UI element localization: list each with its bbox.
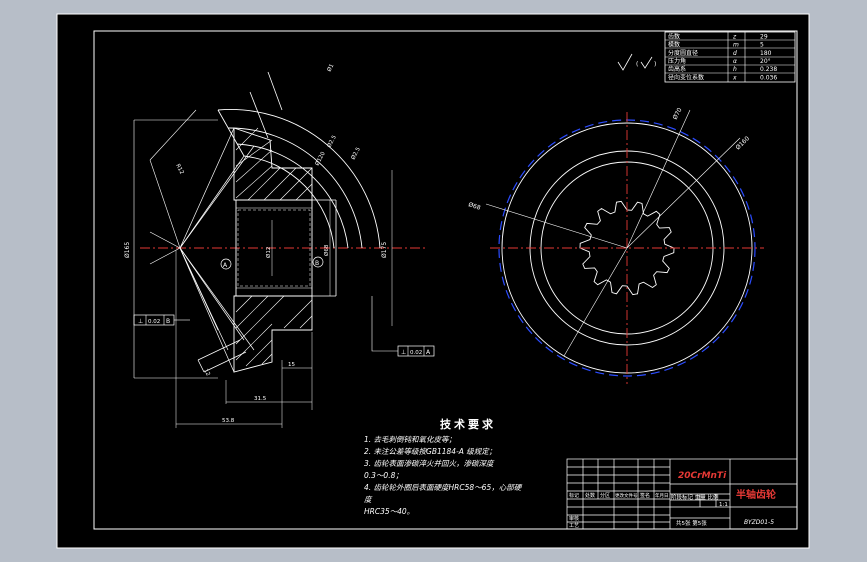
title-label: 更改文件号 <box>615 492 638 499</box>
svg-text:A: A <box>426 349 431 356</box>
requirement-line: 1. 去毛刺倒钝和氧化皮等； <box>364 435 456 444</box>
gear-front-view: Ø70 Ø160 Ø68 <box>467 107 764 384</box>
stage-weight-scale: 阶段标记 重量 比例 <box>671 493 719 501</box>
scale-value: 1:1 <box>719 502 728 508</box>
param-value: 29 <box>760 34 768 41</box>
requirement-line: 0.3～0.8； <box>364 471 403 480</box>
svg-text:⊥: ⊥ <box>138 318 143 325</box>
param-name: 齿高系 <box>668 65 686 73</box>
dim-arc-1: Ø1 <box>326 63 336 73</box>
part-name: 半轴齿轮 <box>736 488 776 501</box>
title-block <box>566 458 798 530</box>
dim-outer-diameter: Ø165 <box>124 242 131 258</box>
requirements-title: 技术要求 <box>440 417 496 431</box>
process-label: 工艺 <box>569 523 579 529</box>
dim-small-12: 12 <box>202 368 211 377</box>
sheet-inner-border <box>93 30 798 530</box>
dim-outer-diameter-right: Ø175 <box>381 242 388 258</box>
section-hatch-upper <box>233 127 313 201</box>
datum-marker <box>312 256 324 268</box>
param-value: 20° <box>760 58 771 65</box>
param-name: 齿数 <box>668 33 680 41</box>
requirement-line: HRC35～40。 <box>364 507 414 516</box>
tolerance-value: 0.02 <box>410 350 422 356</box>
requirement-line: 4. 齿轮轮外圈后表面硬度HRC58～65，心部硬 <box>364 483 523 492</box>
title-label: 处数 <box>585 492 595 499</box>
dim-hub: Ø68 <box>323 244 330 256</box>
dim-small-15: 15 <box>288 362 295 368</box>
approve-label: 审核 <box>569 515 579 522</box>
svg-text:(: ( <box>636 61 638 68</box>
param-value: 0.036 <box>760 75 777 82</box>
dim-length-short: 31.5 <box>254 396 267 402</box>
param-name: 分度圆直径 <box>668 49 698 57</box>
roughness-symbol: ( ) <box>617 53 656 71</box>
sheet-count: 共5张 第5张 <box>676 519 707 527</box>
datum-letter: B <box>315 260 319 267</box>
param-name: 模数 <box>668 41 680 49</box>
requirement-line: 度 <box>364 495 373 504</box>
gear-parameters-table: 齿数 z 29 模数 m 5 分度圆直径 d 180 压力角 α 20° 齿高系… <box>664 31 796 83</box>
drawing-number: BYZD01-5 <box>744 519 774 526</box>
param-symbol: d <box>733 50 737 57</box>
param-value: 5 <box>760 42 764 49</box>
tolerance-frame-right: ⊥ 0.02 A <box>371 296 435 357</box>
param-symbol: z <box>732 34 737 41</box>
gear-section-view: A B ⊥ 0.02 B ⊥ 0.02 A <box>124 63 435 428</box>
datum-marker <box>220 258 232 270</box>
svg-text:): ) <box>654 61 656 68</box>
dim-front-spline: Ø68 <box>467 201 481 212</box>
dim-bore: Ø12 <box>265 247 272 258</box>
param-symbol: h <box>733 66 737 73</box>
requirement-line: 3. 齿轮表面渗碳淬火并回火，渗碳深度 <box>364 459 495 468</box>
tolerance-value: 0.02 <box>148 319 160 325</box>
title-label: 分区 <box>600 492 610 499</box>
tolerance-frame-left: ⊥ 0.02 B <box>133 314 190 326</box>
param-name: 径向变位系数 <box>668 74 704 82</box>
param-name: 压力角 <box>668 57 686 65</box>
material-name: 20CrMnTi <box>678 471 727 481</box>
param-symbol: x <box>732 75 737 82</box>
title-label: 年月日 <box>655 492 669 499</box>
dim-cone-length: R12 <box>174 163 184 175</box>
title-block-text: 20CrMnTi 半轴齿轮 BYZD01-5 阶段标记 重量 比例 1:1 共5… <box>569 471 776 529</box>
sheet-outer-border <box>56 13 810 549</box>
pitch-cone-lines <box>179 127 255 373</box>
svg-text:B: B <box>166 318 170 325</box>
svg-text:⊥: ⊥ <box>401 349 406 356</box>
requirement-line: 2. 未注公差等级按GB1184-A 级规定； <box>364 447 496 456</box>
param-value: 0.238 <box>760 66 777 73</box>
param-symbol: m <box>733 42 739 49</box>
title-label: 签名 <box>640 492 650 499</box>
dim-length-long: 53.8 <box>222 418 235 424</box>
param-value: 180 <box>760 50 772 57</box>
datum-letter: A <box>223 262 228 269</box>
technical-requirements: 技术要求 1. 去毛刺倒钝和氧化皮等； 2. 未注公差等级按GB1184-A 级… <box>364 417 523 516</box>
title-label: 标记 <box>569 492 579 499</box>
param-symbol: α <box>733 58 737 65</box>
